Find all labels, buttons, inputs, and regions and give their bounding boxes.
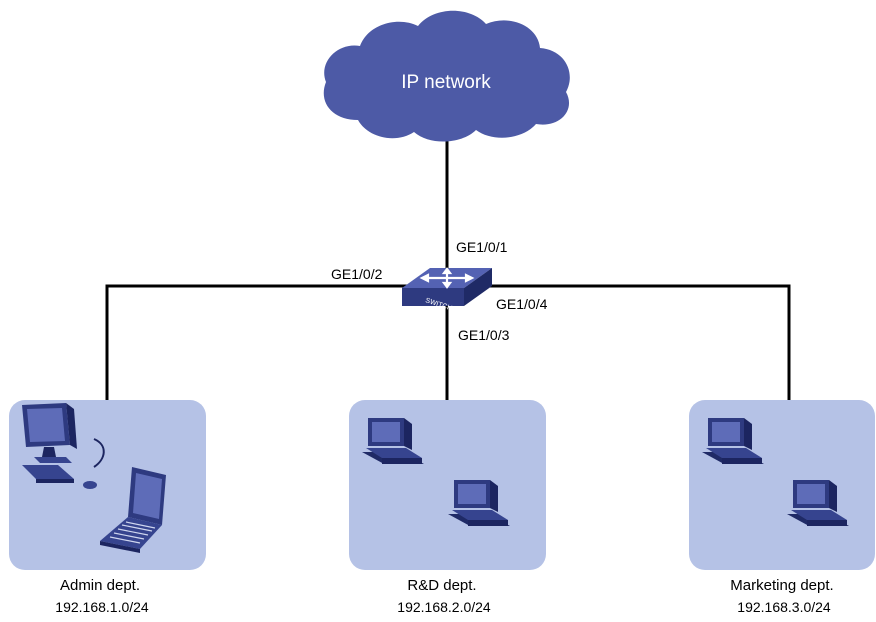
admin-dept-name: Admin dept. <box>60 577 140 594</box>
cloud-icon: IP network <box>323 10 570 142</box>
switch-arrows-icon <box>419 267 475 289</box>
port-label-marketing: GE1/0/4 <box>496 296 548 312</box>
laptop-icon <box>100 467 166 553</box>
marketing-dept-name: Marketing dept. <box>730 577 833 594</box>
port-label-admin: GE1/0/2 <box>331 266 383 282</box>
desktop-icon <box>22 403 105 489</box>
rd-dept-subnet: 192.168.2.0/24 <box>397 599 491 615</box>
admin-dept-subnet: 192.168.1.0/24 <box>55 599 149 615</box>
switch-icon: SWITCH <box>402 267 492 312</box>
links <box>105 140 791 400</box>
link-marketing <box>476 284 791 400</box>
link-admin <box>105 284 420 400</box>
marketing-dept-subnet: 192.168.3.0/24 <box>737 599 831 615</box>
cloud-label: IP network <box>401 72 491 93</box>
rd-dept-name: R&D dept. <box>407 577 476 594</box>
port-label-rd: GE1/0/3 <box>458 327 510 343</box>
port-label-uplink: GE1/0/1 <box>456 239 508 255</box>
